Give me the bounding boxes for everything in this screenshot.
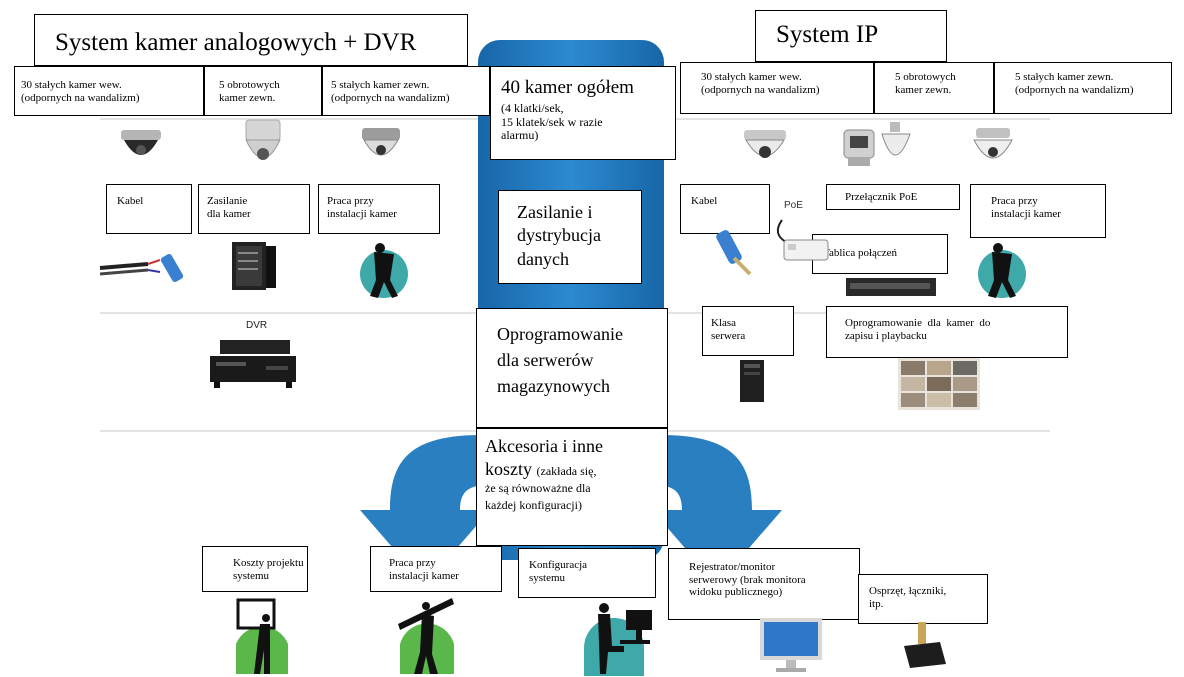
poe-injector-label: PoE [784,200,803,211]
ip-installation-labor-label: Praca przy instalacji kamer [970,184,1106,238]
ladder-installer-icon [398,598,454,674]
analog-camera-power-label: Zasilanie dla kamer [198,184,310,234]
fittings-connector-icon [904,622,946,668]
ip-outdoor-cameras-label: 5 stałych kamer zewn. (odpornych na wand… [994,62,1172,114]
recording-software-screenshot-icon [898,358,980,410]
project-designer-icon [236,598,288,674]
system-design-cost-label: Koszty projektu systemu [202,546,308,592]
analog-system-header: System kamer analogowych + DVR [34,14,468,66]
center-power-box: Zasilanie i dystrybucja danych [498,190,642,284]
ip-cable-icon [716,230,752,276]
center-accessories-box: Akcesoria i inne koszty (zakłada się, że… [476,428,668,546]
ip-cable-label: Kabel [680,184,770,234]
computer-operator-icon [584,603,652,676]
center-storage-software-box: Oprogramowanie dla serwerów magazynowych [476,308,668,428]
poe-injector-icon [776,219,829,261]
cable-icon [99,253,184,283]
installer-worker-icon [360,243,408,298]
ip-outdoor-dome-camera-icon [973,128,1013,159]
dome-camera-icon [121,130,161,155]
server-tower-icon [740,360,764,402]
ip-ptz-cameras-label: 5 obrotowych kamer zewn. [874,62,994,114]
ip-indoor-cameras-label: 30 stałych kamer wew. (odpornych na wand… [680,62,874,114]
poe-switch-label: Przełącznik PoE [826,184,960,210]
ip-dome-camera-icon [744,130,786,158]
dvr-recorder-icon [210,340,296,388]
monitor-icon [760,618,822,672]
bottom-installation-labor-label: Praca przy instalacji kamer [370,546,502,592]
ip-recording-software-label: Oprogramowanie dla kamer do zapisu i pla… [826,306,1068,358]
ptz-dome-camera-icon [245,119,281,160]
cameras-total-title: 40 kamer ogółem [501,77,634,98]
analog-system-title: System kamer analogowych + DVR [55,29,417,56]
analog-installation-labor-label: Praca przy instalacji kamer [318,184,440,234]
center-cameras-box: 40 kamer ogółem (4 klatki/sek, 15 klatek… [490,66,676,160]
patch-panel-label: Tablica połączeń [812,234,948,274]
dvr-label: DVR [246,320,268,331]
analog-indoor-cameras-label: 30 stałych kamer wew. (odpornych na wand… [14,66,204,116]
power-supply-icon [232,242,276,290]
ip-ptz-camera-icon [843,122,911,166]
server-recorder-monitor-label: Rejestrator/monitor serwerowy (brak moni… [668,548,860,620]
ip-system-header: System IP [755,10,947,62]
analog-cable-label: Kabel [106,184,192,234]
server-class-label: Klasa serwera [702,306,794,356]
patch-panel-icon [846,278,936,296]
outdoor-dome-camera-icon [362,128,400,156]
system-configuration-label: Konfiguracja systemu [518,548,656,598]
analog-outdoor-cameras-label: 5 stałych kamer zewn. (odpornych na wand… [322,66,490,116]
ip-installer-worker-icon [978,243,1026,298]
hardware-fittings-label: Osprzęt, łączniki, itp. [858,574,988,624]
analog-ptz-cameras-label: 5 obrotowych kamer zewn. [204,66,322,116]
ip-system-title: System IP [776,21,879,48]
